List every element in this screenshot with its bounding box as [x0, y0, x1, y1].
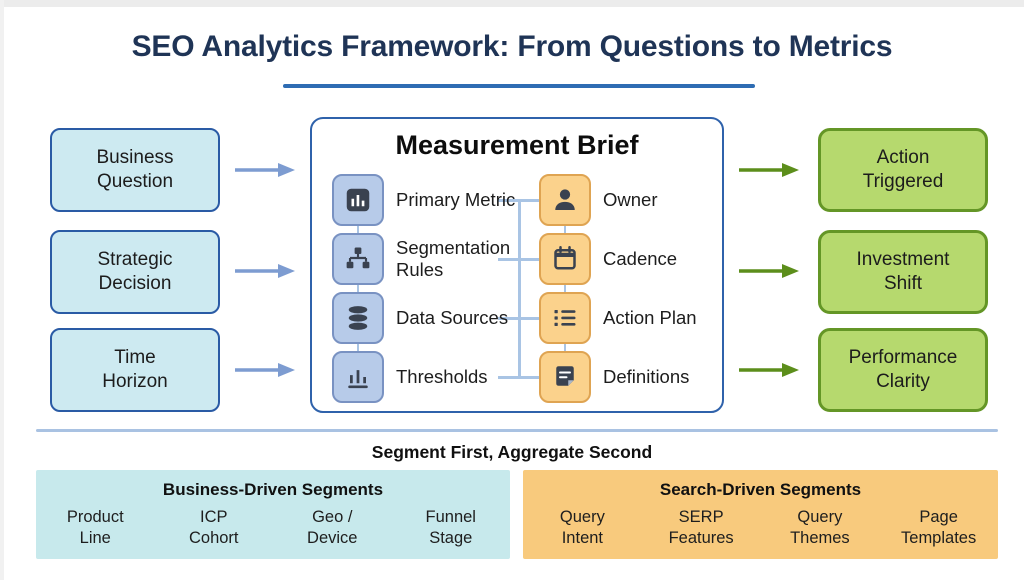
arrow-right-icon [235, 163, 295, 177]
arrow-right-icon [235, 264, 295, 278]
page-title: SEO Analytics Framework: From Questions … [131, 30, 893, 63]
brief-row-data-sources: Data Sources [332, 292, 508, 344]
calendar-icon [539, 233, 591, 285]
brief-item-label: Action Plan [603, 306, 697, 328]
measurement-brief-card: Measurement Brief Primary Metric Segment… [310, 117, 724, 413]
brief-row-cadence: Cadence [539, 233, 677, 285]
connector-line [498, 258, 539, 261]
bar-chart-icon [332, 174, 384, 226]
brief-row-segmentation-rules: Segmentation Rules [332, 233, 524, 285]
brief-row-action-plan: Action Plan [539, 292, 697, 344]
segments-heading: Segment First, Aggregate Second [371, 442, 653, 462]
connector-line [498, 317, 539, 320]
brief-row-definitions: Definitions [539, 351, 689, 403]
brief-item-label: Segmentation Rules [396, 236, 511, 280]
title-underline [283, 84, 755, 88]
brief-item-label: Owner [603, 188, 658, 210]
brief-item-label: Data Sources [396, 306, 509, 328]
measurement-brief-title: Measurement Brief [395, 130, 639, 160]
connector-line [518, 200, 521, 377]
panel-title: Business-Driven Segments [162, 480, 384, 499]
connector-line [498, 199, 539, 202]
arrow-right-icon [739, 163, 799, 177]
note-icon [539, 351, 591, 403]
histogram-icon [332, 351, 384, 403]
brief-row-owner: Owner [539, 174, 658, 226]
brief-row-thresholds: Thresholds [332, 351, 488, 403]
sitemap-icon [332, 233, 384, 285]
database-icon [332, 292, 384, 344]
brief-item-label: Definitions [603, 365, 690, 387]
connector-line [356, 200, 359, 377]
connector-line [498, 376, 539, 379]
brief-item-label: Primary Metric [396, 188, 516, 210]
brief-row-primary-metric: Primary Metric [332, 174, 515, 226]
person-icon [539, 174, 591, 226]
frame-edge-top [0, 0, 1024, 7]
brief-item-label: Thresholds [396, 365, 488, 387]
panel-title: Search-Driven Segments [659, 480, 862, 499]
connector-line [563, 200, 566, 377]
arrow-right-icon [739, 264, 799, 278]
segment-item: Geo /Device [307, 508, 358, 548]
section-divider [36, 429, 998, 432]
list-icon [539, 292, 591, 344]
arrow-right-icon [739, 363, 799, 377]
arrow-right-icon [235, 363, 295, 377]
frame-edge-left [0, 0, 4, 580]
brief-item-label: Cadence [603, 247, 678, 269]
